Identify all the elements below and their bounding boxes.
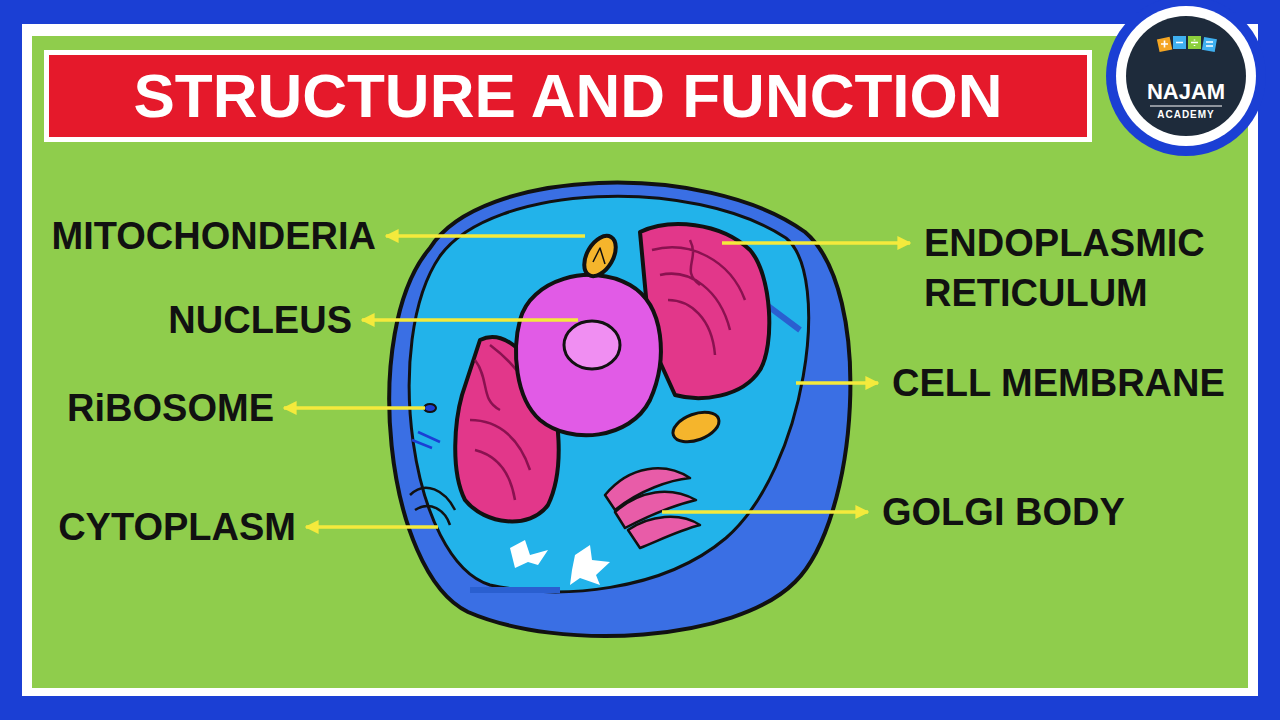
leader-line <box>362 318 578 322</box>
part-label: GOLGI BODY <box>882 489 1125 535</box>
part-label: MITOCHONDERIA <box>52 213 376 259</box>
leader-line <box>306 525 438 529</box>
mitochondrion <box>578 230 623 281</box>
leader-line <box>796 381 878 385</box>
centriole <box>570 545 610 585</box>
title-banner <box>49 55 1087 137</box>
centriole <box>510 540 548 568</box>
leader-line <box>386 234 585 238</box>
part-label: RiBOSOME <box>67 385 274 431</box>
nucleus <box>516 275 661 435</box>
title-text: STRUCTURE AND FUNCTION <box>133 61 1002 131</box>
golgi-body <box>605 468 700 548</box>
logo-text: ACADEMY <box>1157 108 1215 122</box>
cytoplasm <box>409 196 808 591</box>
small-er <box>410 488 455 525</box>
logo-ring <box>1116 6 1256 146</box>
leader-line <box>662 510 868 514</box>
nucleolus <box>564 321 620 369</box>
part-label: NUCLEUS <box>168 297 352 343</box>
title-border <box>44 50 1092 142</box>
logo-ring <box>1106 0 1266 156</box>
part-label: ENDOPLASMIC RETICULUM <box>924 218 1224 318</box>
leader-arrows <box>284 236 910 527</box>
ribosome <box>424 404 436 412</box>
cell <box>389 183 850 636</box>
logo-text: NAJAM <box>1147 79 1225 105</box>
green-ground <box>32 36 1248 688</box>
leader-line <box>284 406 425 410</box>
white-frame <box>22 24 1258 696</box>
part-label: CELL MEMBRANE <box>892 360 1225 406</box>
mitochondrion <box>669 407 723 448</box>
cell-membrane <box>389 183 850 636</box>
part-label: CYTOPLASM <box>58 504 296 550</box>
logo-disc <box>1126 16 1246 136</box>
leader-line <box>722 241 910 245</box>
